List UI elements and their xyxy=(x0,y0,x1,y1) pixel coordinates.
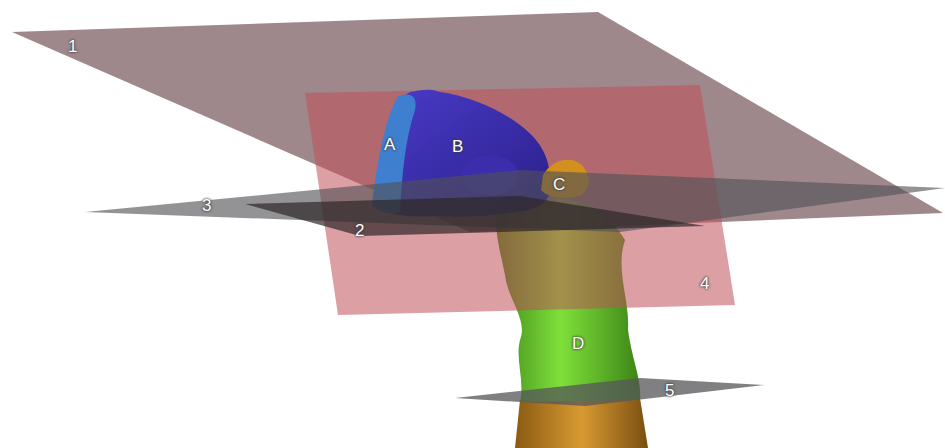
plane-number: 4 xyxy=(700,275,709,292)
segment-letter: A xyxy=(384,136,395,153)
plane-2 xyxy=(245,196,705,236)
plane-5 xyxy=(455,378,765,406)
plane-number: 3 xyxy=(202,197,211,214)
plane-number: 2 xyxy=(355,222,364,239)
segment-letter: D xyxy=(572,335,584,352)
plane-number: 1 xyxy=(68,38,77,55)
segment-letter: B xyxy=(452,138,463,155)
plane-number: 5 xyxy=(665,382,674,399)
segment-letter: C xyxy=(553,176,565,193)
